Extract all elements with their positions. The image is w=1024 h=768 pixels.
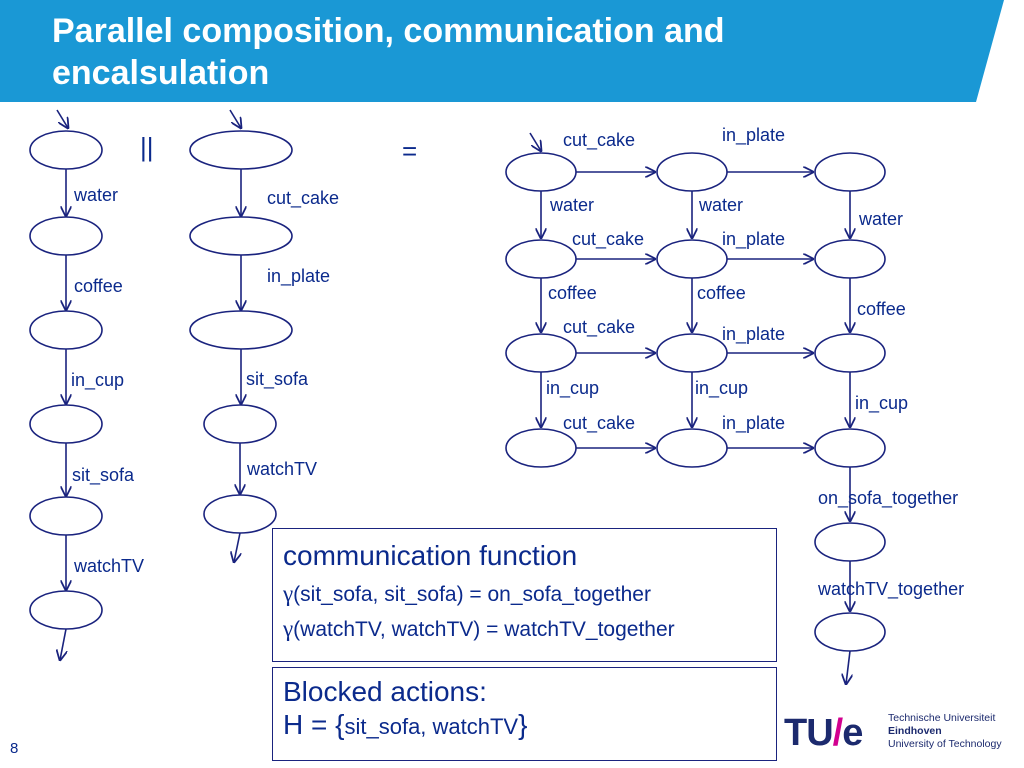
state bbox=[29, 216, 103, 256]
process-left bbox=[29, 109, 103, 660]
state bbox=[656, 152, 728, 192]
label-water: water bbox=[698, 195, 743, 215]
initial-arrow-composed bbox=[529, 132, 541, 151]
blocked-actions-box: Blocked actions: H = {sit_sofa, watchTV} bbox=[272, 667, 777, 761]
blocked-set: H = {sit_sofa, watchTV} bbox=[283, 708, 766, 744]
termination-arrow-right bbox=[234, 532, 240, 562]
label-in-plate: in_plate bbox=[267, 266, 330, 287]
state bbox=[814, 612, 886, 652]
state bbox=[656, 239, 728, 279]
label-in-cup: in_cup bbox=[546, 378, 599, 399]
logo-line-1: Technische Universiteit bbox=[888, 712, 996, 724]
state bbox=[203, 404, 277, 444]
equals-sign: = bbox=[402, 136, 417, 166]
state bbox=[505, 428, 577, 468]
logo-line-3: University of Technology bbox=[888, 738, 1002, 750]
logo-mark-slash: / bbox=[832, 712, 844, 754]
label-coffee: coffee bbox=[74, 276, 123, 296]
state bbox=[29, 310, 103, 350]
label-water: water bbox=[858, 209, 903, 229]
label-in-cup: in_cup bbox=[695, 378, 748, 399]
label-cut-cake: cut_cake bbox=[267, 188, 339, 209]
label-in-cup: in_cup bbox=[71, 370, 124, 391]
label-in-plate: in_plate bbox=[722, 413, 785, 434]
communication-function-box: communication function γ(sit_sofa, sit_s… bbox=[272, 528, 777, 662]
label-in-plate: in_plate bbox=[722, 229, 785, 250]
gamma-symbol: γ bbox=[283, 581, 294, 606]
state bbox=[189, 130, 293, 170]
state bbox=[203, 494, 277, 534]
state bbox=[29, 590, 103, 630]
title-bar: Parallel composition, communication and … bbox=[0, 0, 1024, 104]
state bbox=[189, 310, 293, 350]
state bbox=[814, 428, 886, 468]
composed-process bbox=[505, 132, 886, 684]
label-water: water bbox=[549, 195, 594, 215]
blocked-heading: Blocked actions: bbox=[283, 676, 487, 707]
communication-rule-2: γ(watchTV, watchTV) = watchTV_together bbox=[283, 616, 766, 643]
communication-rule-1: γ(sit_sofa, sit_sofa) = on_sofa_together bbox=[283, 581, 766, 608]
state bbox=[656, 428, 728, 468]
state bbox=[505, 152, 577, 192]
state bbox=[814, 522, 886, 562]
logo-text: Technische Universiteit Eindhoven Univer… bbox=[888, 712, 1002, 751]
label-in-plate: in_plate bbox=[722, 125, 785, 146]
label-watchtv: watchTV bbox=[246, 459, 317, 479]
logo-mark: TU/e bbox=[784, 712, 863, 755]
label-in-plate: in_plate bbox=[722, 324, 785, 345]
termination-arrow-left bbox=[60, 628, 66, 660]
label-watchtv: watchTV bbox=[73, 556, 144, 576]
label-water: water bbox=[73, 185, 118, 205]
title-bar-background bbox=[0, 0, 1004, 102]
blocked-set-prefix: H = { bbox=[283, 709, 345, 740]
logo-line-2: Eindhoven bbox=[888, 725, 942, 737]
state bbox=[505, 239, 577, 279]
state bbox=[814, 152, 886, 192]
gamma-symbol: γ bbox=[283, 616, 294, 641]
state bbox=[189, 216, 293, 256]
label-cut-cake: cut_cake bbox=[572, 229, 644, 250]
label-sit-sofa: sit_sofa bbox=[246, 369, 309, 390]
initial-arrow-left bbox=[56, 109, 68, 128]
label-watchtv-together: watchTV_together bbox=[817, 579, 964, 600]
label-coffee: coffee bbox=[697, 283, 746, 303]
state bbox=[814, 333, 886, 373]
state bbox=[29, 496, 103, 536]
label-cut-cake: cut_cake bbox=[563, 317, 635, 338]
tue-logo: TU/e Technische Universiteit Eindhoven U… bbox=[784, 710, 1016, 758]
label-in-cup: in_cup bbox=[855, 393, 908, 414]
state bbox=[29, 404, 103, 444]
state bbox=[814, 239, 886, 279]
process-right bbox=[189, 109, 293, 562]
label-coffee: coffee bbox=[857, 299, 906, 319]
blocked-set-items: sit_sofa, watchTV bbox=[344, 714, 519, 739]
label-coffee: coffee bbox=[548, 283, 597, 303]
label-cut-cake: cut_cake bbox=[563, 413, 635, 434]
slide-title: Parallel composition, communication and … bbox=[52, 12, 725, 92]
rule-1-text: (sit_sofa, sit_sofa) = on_sofa_together bbox=[293, 583, 651, 606]
termination-arrow-composed bbox=[846, 650, 850, 684]
blocked-set-suffix: } bbox=[518, 709, 528, 740]
page-number: 8 bbox=[10, 740, 19, 757]
label-cut-cake: cut_cake bbox=[563, 130, 635, 151]
logo-mark-tu: TU bbox=[784, 712, 834, 754]
state bbox=[505, 333, 577, 373]
label-sit-sofa: sit_sofa bbox=[72, 465, 135, 486]
state bbox=[29, 130, 103, 170]
parallel-operator: || bbox=[140, 132, 154, 162]
state bbox=[656, 333, 728, 373]
communication-heading: communication function bbox=[283, 540, 578, 571]
rule-2-text: (watchTV, watchTV) = watchTV_together bbox=[293, 618, 675, 641]
logo-mark-e: e bbox=[842, 712, 863, 754]
initial-arrow-right bbox=[229, 109, 241, 128]
label-on-sofa-together: on_sofa_together bbox=[818, 488, 958, 509]
